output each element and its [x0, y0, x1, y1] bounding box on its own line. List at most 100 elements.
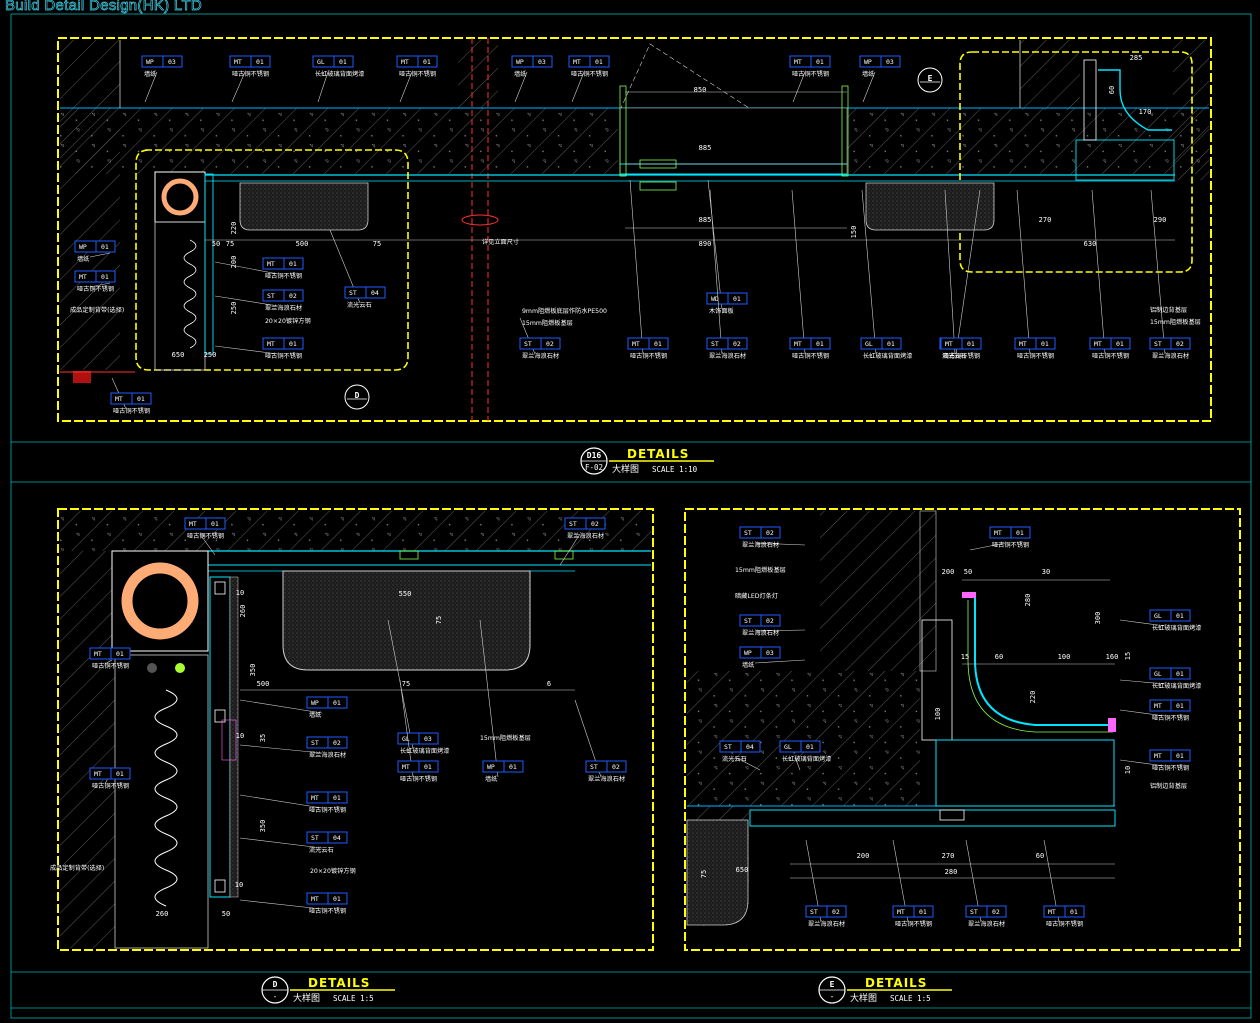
detail-e-panel [684, 508, 1241, 951]
tag-code: MT [115, 395, 123, 403]
dimension-label: 270 [1039, 216, 1052, 224]
annotation-note: 暗藏LED灯条灯 [735, 592, 778, 600]
section-marker: D [344, 384, 370, 410]
dimension-label: 50 [212, 240, 220, 248]
detail-subtitle: 大样图 [293, 992, 320, 1004]
tag-number: 02 [1176, 340, 1184, 348]
tag-code: GL [317, 58, 325, 66]
tag-note: 哑古铜不锈钢 [265, 352, 302, 360]
tag-number: 02 [992, 908, 1000, 916]
tag-number: 01 [1176, 702, 1184, 710]
tag-code: GL [1154, 612, 1162, 620]
dimension-label: 350 [259, 820, 267, 833]
annotation-note: 15mm阻燃板基层 [1150, 318, 1201, 326]
marker-label: E [928, 74, 933, 83]
tag-number: 02 [766, 617, 774, 625]
dimension-label: 220 [1029, 691, 1037, 704]
dimension-label: 10 [236, 589, 244, 597]
material-tag: MT 01 哑古铜不锈钢 [1119, 699, 1191, 722]
dimension-label: 100 [934, 708, 942, 721]
detail-scale: SCALE 1:10 [652, 465, 698, 474]
tag-note: 墙纸 [309, 711, 321, 719]
tag-code: MT [234, 58, 242, 66]
dimension-label: 200 [942, 568, 955, 576]
tag-code: ST [724, 743, 732, 751]
tag-number: 01 [1070, 908, 1078, 916]
tag-code: GL [1154, 670, 1162, 678]
tag-note: 哑古铜不锈钢 [265, 272, 302, 280]
detail-sheet: F-02 [585, 463, 603, 472]
dimension-label: 350 [249, 664, 257, 677]
tag-note: 流光云石 [722, 755, 747, 763]
detail-number: D16 [587, 451, 602, 460]
tag-note: 哑古铜不锈钢 [113, 407, 150, 415]
tag-note: 翠兰海浪石材 [742, 629, 779, 637]
tag-code: ST [524, 340, 532, 348]
tag-note: 哑古铜不锈钢 [1152, 714, 1189, 722]
dimension-label: 550 [399, 590, 412, 598]
tag-note: 长虹玻璃背面烤漆 [400, 747, 450, 755]
tag-note: 哑古铜不锈钢 [309, 806, 346, 814]
tag-note: 翠兰海浪石材 [588, 775, 625, 783]
tag-note: 翠兰海浪石材 [1152, 352, 1189, 360]
tag-note: 哑古铜不锈钢 [92, 782, 129, 790]
tag-note: 木饰面板 [709, 307, 734, 315]
tag-code: ST [711, 340, 719, 348]
tag-note: 哑古铜不锈钢 [232, 70, 269, 78]
tag-number: 02 [612, 763, 620, 771]
dimension-label: 200 [230, 256, 238, 269]
tag-note: 墙纸 [862, 70, 874, 78]
tag-code: ST [970, 908, 978, 916]
tag-code: MT [311, 794, 319, 802]
tag-number: 01 [1176, 670, 1184, 678]
tag-number: 01 [1016, 529, 1024, 537]
tag-note: 哑古铜不锈钢 [400, 775, 437, 783]
tag-code: WP [516, 58, 524, 66]
tag-code: ST [569, 520, 577, 528]
dimension-label: 50 [964, 568, 972, 576]
tag-code: MT [267, 340, 275, 348]
detail-heading: DETAILS [308, 976, 370, 990]
annotation-note: 铝制边背基层 [1150, 782, 1187, 790]
detail-subtitle: 大样图 [850, 992, 877, 1004]
tag-note: 哑古铜不锈钢 [943, 352, 980, 360]
tag-number: 01 [509, 763, 517, 771]
tag-code: ST [311, 834, 319, 842]
tag-number: 01 [806, 743, 814, 751]
tag-number: 01 [333, 699, 341, 707]
tag-note: 哑古铜不锈钢 [792, 352, 829, 360]
tag-number: 04 [371, 289, 379, 297]
dimension-label: 75 [700, 870, 708, 878]
detail-sheet: - [273, 992, 278, 1001]
dimension-label: 15 [1124, 652, 1132, 660]
tag-code: MT [1154, 702, 1162, 710]
tag-note: 长虹玻璃背面烤漆 [1152, 682, 1202, 690]
tag-number: 02 [766, 529, 774, 537]
tag-code: WD [711, 295, 719, 303]
tag-number: 01 [116, 770, 124, 778]
tag-code: MT [401, 58, 409, 66]
tag-number: 02 [289, 292, 297, 300]
tag-number: 01 [816, 340, 824, 348]
tag-note: 哑古铜不锈钢 [1046, 920, 1083, 928]
tag-number: 03 [538, 58, 546, 66]
tag-note: 哑古铜不锈钢 [895, 920, 932, 928]
